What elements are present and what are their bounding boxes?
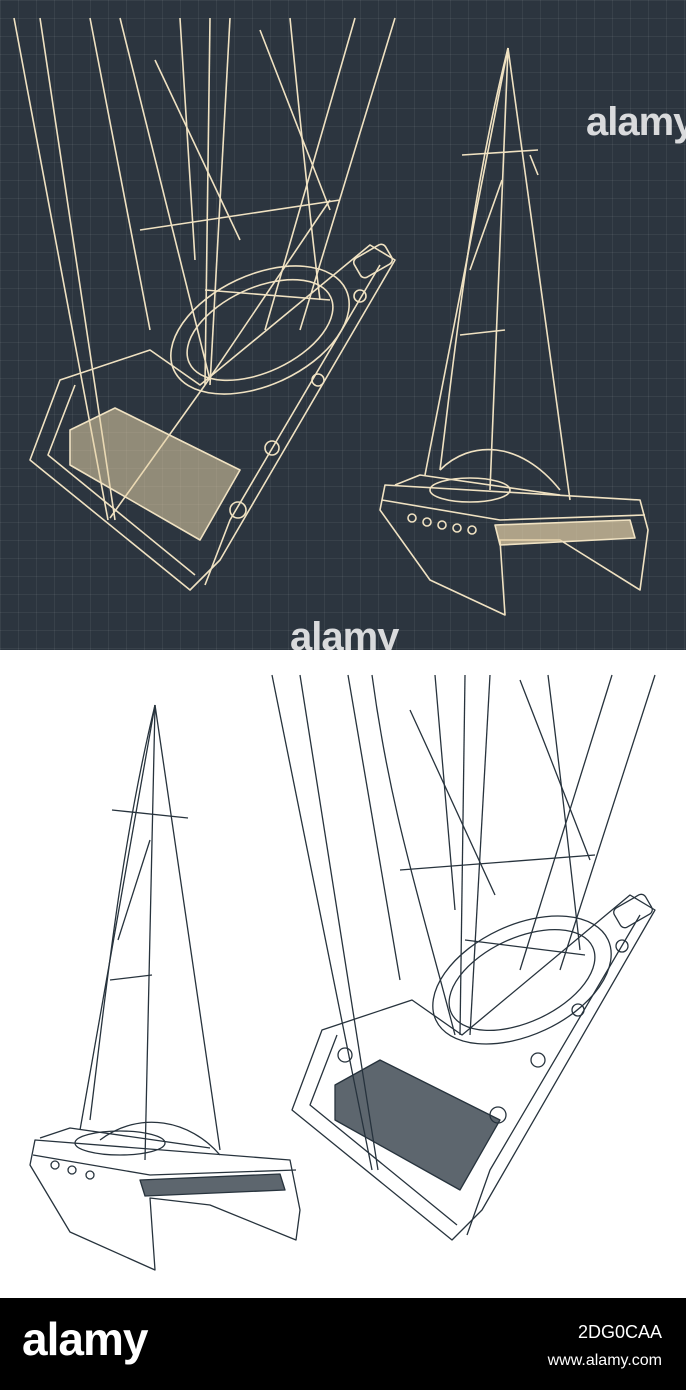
image-id-label: 2DG0CAA	[577, 1322, 662, 1342]
trampoline-mesh-top	[334, 1059, 501, 1191]
watermark-top-right: alamy	[586, 100, 686, 144]
trampoline-mesh	[69, 407, 241, 541]
catamaran-top-view-drawing	[13, 17, 396, 591]
watermark-bottom-center: alamy	[290, 615, 399, 650]
trampoline-mesh-side	[139, 1173, 286, 1197]
catamaran-top-view-drawing	[271, 674, 656, 1241]
line-drawing-panel	[0, 650, 686, 1298]
catamaran-blueprint-illustration	[13, 17, 649, 616]
footer-logo: alamy	[22, 1313, 148, 1365]
blueprint-panel: alamy alamy	[0, 0, 686, 650]
footer-url-link[interactable]: www.alamy.com	[547, 1352, 662, 1369]
catamaran-side-view-drawing	[29, 704, 301, 1271]
footer-bar: alamy 2DG0CAA www.alamy.com	[0, 1298, 686, 1390]
catamaran-line-illustration	[29, 674, 656, 1271]
